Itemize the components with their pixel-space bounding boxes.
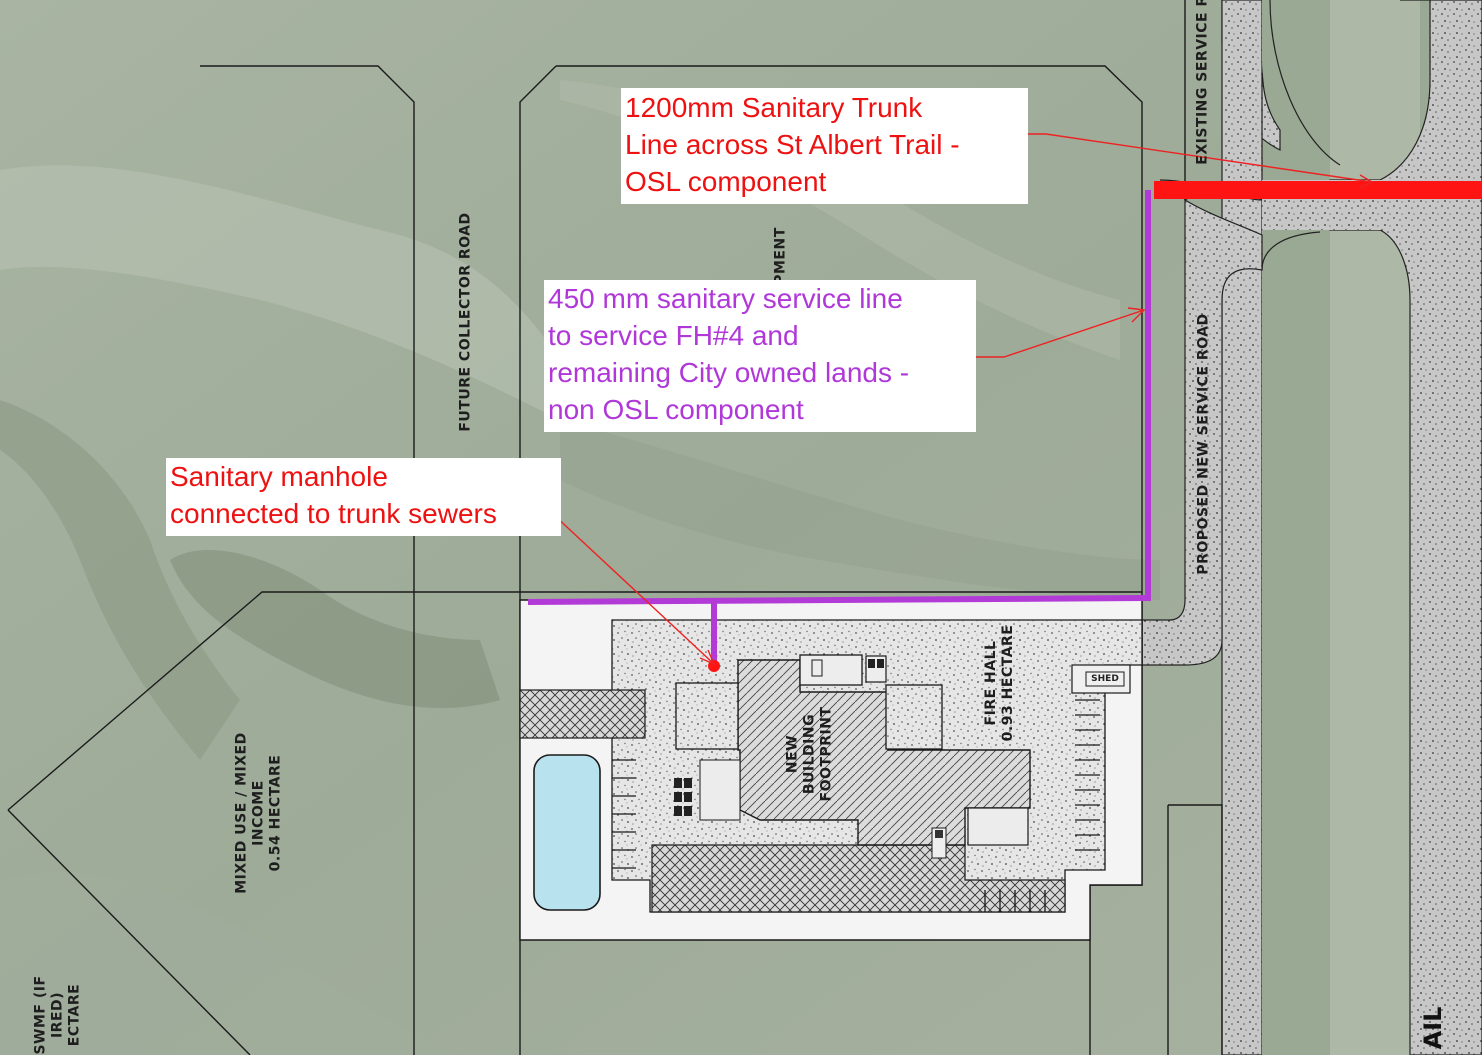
parking-stalls-east: [1075, 699, 1100, 851]
trunk-line-callout-line-3: OSL component: [625, 166, 827, 197]
manhole-callout: Sanitary manhole connected to trunk sewe…: [166, 458, 561, 536]
wet-area: [0, 400, 240, 760]
leader-arrows: [553, 133, 1374, 666]
mixed-use-line-2: INCOME: [250, 780, 267, 846]
existing-service-road: [1221, 0, 1263, 1055]
manhole-callout-line-1: Sanitary manhole: [170, 461, 388, 492]
service-line-callout: 450 mm sanitary service line to service …: [544, 280, 976, 432]
new-building-line-3: FOOTPRINT: [818, 706, 835, 802]
mixed-use-label: MIXED USE / MIXED INCOME 0.54 HECTARE: [234, 732, 285, 894]
proposed-new-service-road: [1141, 198, 1263, 666]
mixed-use-line-3: 0.54 HECTARE: [267, 754, 284, 872]
trunk-line-callout: 1200mm Sanitary Trunk Line across St Alb…: [621, 88, 1028, 204]
future-collector-road-label: FUTURE COLLECTOR ROAD: [457, 212, 474, 432]
swmf-line-2: IRED): [49, 991, 66, 1039]
new-building-line-2: BUILDING: [801, 713, 818, 795]
proposed-new-service-road-label: PROPOSED NEW SERVICE ROAD: [1195, 313, 1212, 575]
trail-label: AIL: [1419, 1006, 1447, 1050]
parking-stalls-south: [984, 890, 1046, 912]
fire-hall-label: FIRE HALL 0.93 HECTARE: [983, 625, 1017, 742]
west-driveway: [519, 689, 646, 739]
trunk-line-callout-line-1: 1200mm Sanitary Trunk: [625, 92, 923, 123]
swmf-label: SWMF (IF IRED) ECTARE: [33, 975, 84, 1054]
new-building-line-1: NEW: [784, 734, 801, 774]
trunk-line-callout-line-2: Line across St Albert Trail -: [625, 129, 960, 160]
shed-label: SHED: [1091, 674, 1119, 684]
shed-box: [1071, 664, 1131, 694]
mixed-use-line-1: MIXED USE / MIXED: [233, 732, 250, 894]
service-line-callout-line-3: remaining City owned lands -: [548, 357, 910, 388]
manhole-callout-line-2: connected to trunk sewers: [170, 498, 497, 529]
new-building-label: NEW BUILDING FOOTPRINT: [785, 707, 836, 802]
swmf-line-3: ECTARE: [66, 983, 83, 1047]
service-line-callout-line-1: 450 mm sanitary service line: [548, 283, 903, 314]
swmf-line-1: SWMF (IF: [32, 975, 49, 1055]
development-label-fragment: PMENT: [772, 227, 789, 285]
sanitary-service-line: [527, 190, 1151, 605]
fire-hall-area-line: 0.93 HECTARE: [1000, 624, 1016, 742]
service-line-callout-line-2: to service FH#4 and: [548, 320, 799, 351]
existing-service-road-label: EXISTING SERVICE R: [1194, 0, 1211, 165]
sanitary-trunk-line: [1154, 181, 1482, 199]
equipment-blocks: [674, 778, 692, 816]
pond: [533, 754, 601, 911]
parking-stalls-west: [612, 759, 636, 869]
fire-hall-label-line: FIRE HALL: [983, 640, 999, 726]
service-line-callout-line-4: non OSL component: [548, 394, 804, 425]
